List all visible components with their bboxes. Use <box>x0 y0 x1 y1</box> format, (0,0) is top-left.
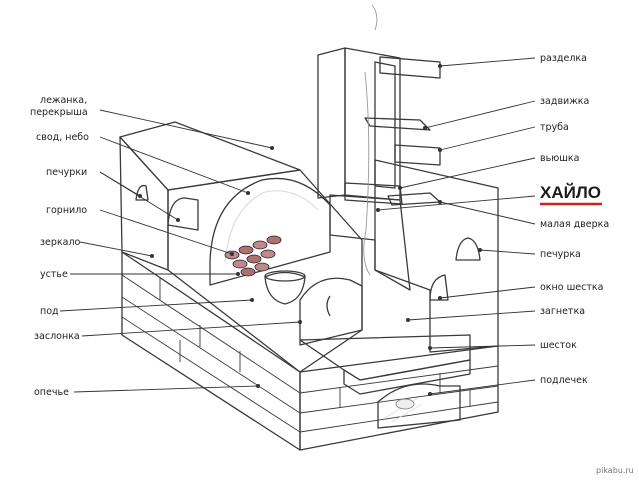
khailo-throat <box>344 182 403 205</box>
stove-body <box>119 121 499 395</box>
label-pechurki: печурки <box>46 167 87 178</box>
pot <box>264 271 306 305</box>
label-lezhanka-line1: лежанка, <box>40 95 87 106</box>
chimney-lower <box>329 194 411 291</box>
gornilo-vault <box>209 177 331 286</box>
label-gornilo: горнило <box>46 205 87 216</box>
label-shestok: шесток <box>540 340 577 351</box>
label-okno-shestka: окно шестка <box>540 282 603 293</box>
zaslonka-door <box>299 277 363 346</box>
pot-rim <box>264 270 306 282</box>
razdelka-collar <box>379 56 441 79</box>
pechurka-left-bottom <box>167 197 199 231</box>
stove-left-face <box>119 136 169 271</box>
brick-courses <box>121 274 499 433</box>
pechurka-right-niche <box>455 237 481 261</box>
firewood-logs <box>384 397 423 423</box>
chimney-outer-right <box>344 47 401 201</box>
vyushka-box <box>394 144 441 166</box>
pechurka-left-top <box>135 184 149 201</box>
label-pechurka-right: печурка <box>540 249 581 260</box>
label-lezhanka-line2: перекрыша <box>30 107 88 118</box>
stove-base <box>121 251 499 451</box>
label-malaya-dverka: малая дверка <box>540 219 609 230</box>
label-zerkalo: зеркало <box>40 237 81 248</box>
label-truba: труба <box>540 122 569 133</box>
leaders-right <box>376 57 536 396</box>
label-brand: ХАЙЛО <box>540 183 601 202</box>
chimney <box>317 4 441 291</box>
label-zadvizhka: задвижка <box>540 96 589 107</box>
chimney-outer-left <box>317 47 346 199</box>
label-pod: под <box>40 306 59 317</box>
label-ustie: устье <box>40 269 68 280</box>
label-podlechek: подлечек <box>540 375 588 386</box>
shestok-front <box>343 359 471 395</box>
label-svod: свод, небо <box>36 132 89 143</box>
base-front-face <box>299 345 499 451</box>
label-razdelka: разделка <box>540 53 587 64</box>
okno-shestka-opening <box>429 274 449 301</box>
firebox-wood <box>224 235 282 277</box>
watermark: pikabu.ru <box>596 466 634 475</box>
smoke-wisp <box>363 4 378 276</box>
label-vyushka: вьюшка <box>540 153 579 164</box>
labels-left: лежанка, перекрыша свод, небо печурки го… <box>30 95 89 398</box>
zaslonka-handle <box>326 295 331 317</box>
flue-channel <box>374 61 396 189</box>
stove-top <box>119 121 301 191</box>
label-zagnetka: загнетка <box>540 306 585 317</box>
label-opeche: опечье <box>34 387 69 398</box>
label-zaslonka: заслонка <box>34 331 80 342</box>
labels-right: разделка задвижка труба вьюшка ХАЙЛО мал… <box>540 53 609 386</box>
leaders-left <box>59 109 302 393</box>
gornilo-inner-arch <box>224 190 319 263</box>
